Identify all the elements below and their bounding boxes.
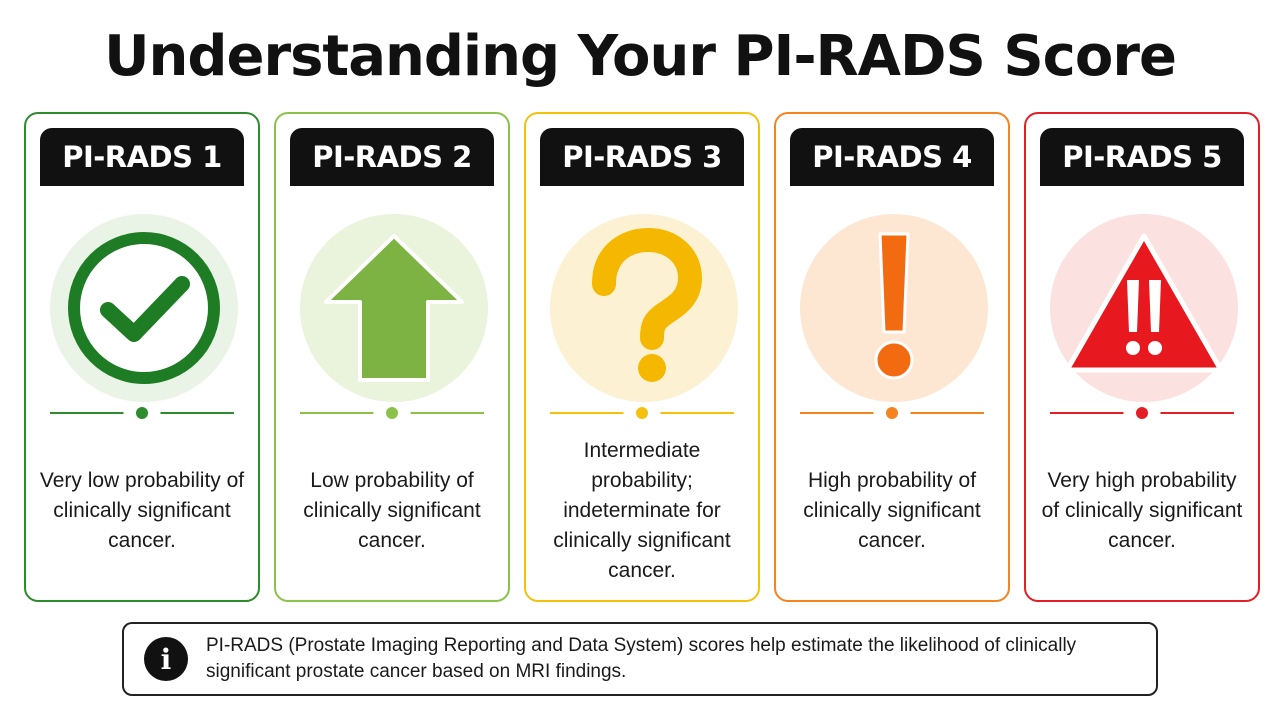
icon-badge <box>550 214 738 402</box>
icon-badge <box>300 214 488 402</box>
divider <box>50 407 234 419</box>
divider-dot <box>136 407 148 419</box>
page-title: Understanding Your PI-RADS Score <box>104 24 1177 89</box>
info-text: PI-RADS (Prostate Imaging Reporting and … <box>206 635 1077 682</box>
icon-badge <box>800 214 988 402</box>
card-pi-rads-5: PI-RADS 5 Very high probability of clini… <box>1024 112 1260 602</box>
card-pi-rads-4: PI-RADS 4 High probability of clinically… <box>774 112 1010 602</box>
divider <box>300 407 484 419</box>
card-description: Very high probability of clinically sign… <box>1041 469 1243 552</box>
icon-badge <box>50 214 238 402</box>
card-description: Low probability of clinically significan… <box>303 469 481 552</box>
exclamation-icon <box>874 232 914 380</box>
divider <box>550 407 734 419</box>
divider <box>1050 407 1234 419</box>
arrow-up-icon <box>324 234 464 382</box>
question-mark-icon <box>592 228 702 382</box>
divider-dot <box>886 407 898 419</box>
card-description: High probability of clinically significa… <box>803 469 981 552</box>
icon-badge <box>1050 214 1238 402</box>
card-pi-rads-3: PI-RADS 3 Intermediate probability; inde… <box>524 112 760 602</box>
card-header: PI-RADS 3 <box>540 128 744 186</box>
card-header: PI-RADS 2 <box>290 128 494 186</box>
score-cards: PI-RADS 1 Very low probability of clinic… <box>24 112 1260 604</box>
card-pi-rads-1: PI-RADS 1 Very low probability of clinic… <box>24 112 260 602</box>
card-description: Very low probability of clinically signi… <box>39 469 245 552</box>
checkmark-circle-icon <box>68 232 220 384</box>
info-box: i PI-RADS (Prostate Imaging Reporting an… <box>122 622 1158 696</box>
card-pi-rads-2: PI-RADS 2 Low probability of clinically … <box>274 112 510 602</box>
card-header: PI-RADS 1 <box>40 128 244 186</box>
card-header: PI-RADS 4 <box>790 128 994 186</box>
divider-dot <box>386 407 398 419</box>
divider <box>800 407 984 419</box>
warning-triangle-icon <box>1064 233 1224 373</box>
divider-dot <box>636 407 648 419</box>
info-icon: i <box>144 637 188 681</box>
divider-dot <box>1136 407 1148 419</box>
card-description: Intermediate probability; indeterminate … <box>553 439 731 582</box>
card-header: PI-RADS 5 <box>1040 128 1244 186</box>
